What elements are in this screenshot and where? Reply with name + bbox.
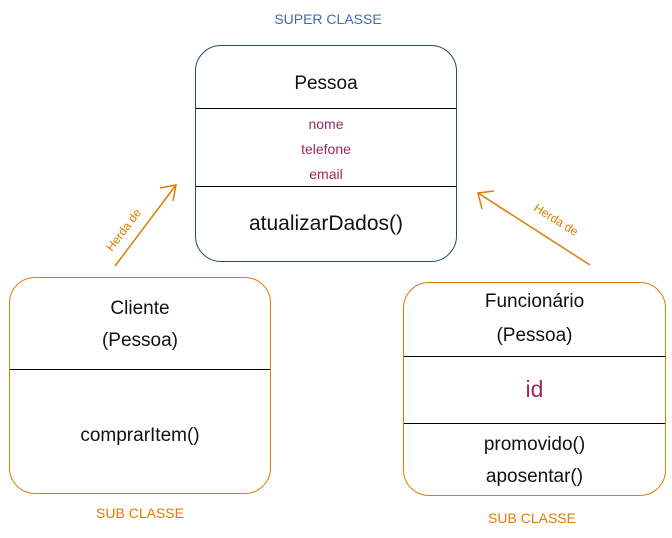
divider-funcionario-attributes [404, 423, 665, 424]
method-aposentar: aposentar() [485, 466, 584, 487]
arrow-funcionario-to-pessoa [477, 190, 591, 266]
attribute-telefone: telefone [301, 141, 351, 157]
class-parent-funcionario: (Pessoa) [496, 325, 573, 346]
divider-pessoa-name [196, 108, 456, 109]
attribute-nome: nome [308, 116, 344, 132]
divider-pessoa-attributes [196, 186, 456, 187]
method-atualizar-dados: atualizarDados() [248, 212, 404, 235]
sub-class-label-left: SUB CLASSE [96, 505, 184, 521]
method-comprar-item: comprarItem() [80, 425, 200, 446]
class-box-cliente: Cliente (Pessoa) comprarItem() [9, 277, 271, 494]
arrow-label-left: Herda de [103, 206, 144, 254]
super-class-label: SUPER CLASSE [274, 11, 382, 27]
divider-cliente-name [10, 369, 270, 370]
class-name-pessoa: Pessoa [294, 73, 358, 94]
class-name-cliente: Cliente [110, 298, 170, 319]
method-promovido: promovido() [483, 434, 586, 455]
attribute-email: email [309, 166, 343, 182]
class-parent-cliente: (Pessoa) [101, 330, 179, 351]
sub-class-label-right: SUB CLASSE [488, 510, 576, 526]
arrow-cliente-to-pessoa [114, 184, 177, 267]
class-box-funcionario: Funcionário (Pessoa) id promovido() apos… [403, 282, 666, 496]
class-name-funcionario: Funcionário [484, 291, 585, 312]
arrow-label-right: Herda de [531, 201, 581, 239]
attribute-id: id [525, 376, 544, 402]
divider-funcionario-name [404, 356, 665, 357]
class-box-pessoa: Pessoa nome telefone email atualizarDado… [195, 45, 457, 262]
